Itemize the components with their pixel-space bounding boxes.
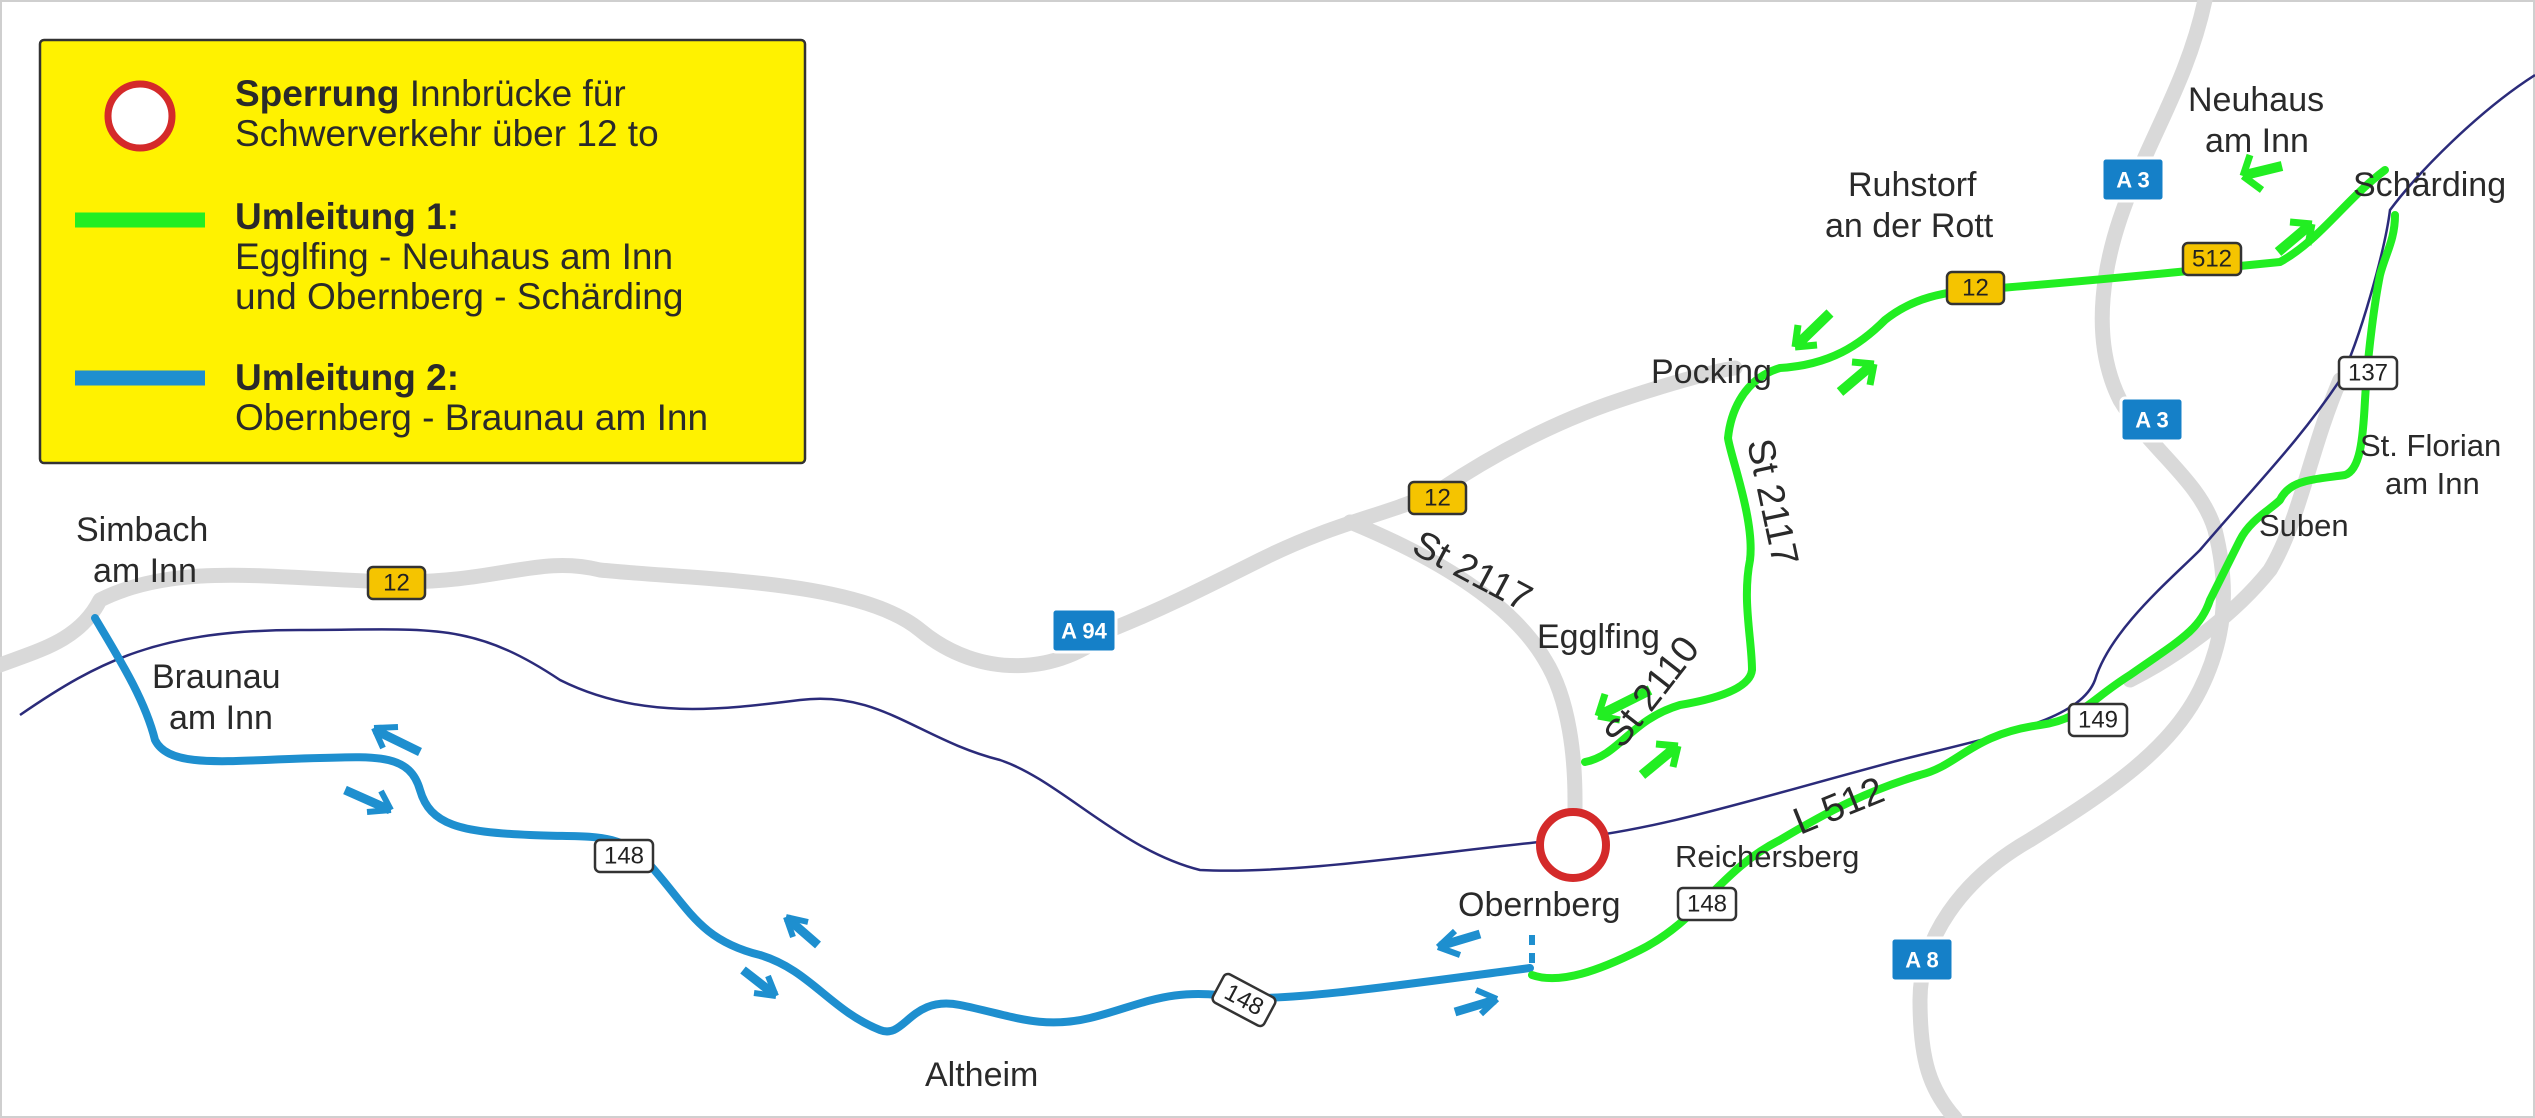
svg-text:A 3: A 3 xyxy=(2116,168,2149,193)
legend-closure-line1: Sperrung Innbrücke für xyxy=(235,73,626,114)
shield-a3-north: A 3 xyxy=(2100,156,2166,203)
legend: Sperrung Innbrücke für Schwerverkehr übe… xyxy=(38,38,807,465)
svg-text:137: 137 xyxy=(2348,360,2388,387)
svg-text:148: 148 xyxy=(604,843,644,870)
closure-circle-icon xyxy=(1536,808,1610,882)
shield-b12-pocking: 12 xyxy=(1407,480,1468,516)
shield-b12-simbach: 12 xyxy=(366,565,427,601)
svg-text:512: 512 xyxy=(2192,246,2232,273)
road-137 xyxy=(2122,372,2348,688)
shield-a94: A 94 xyxy=(1050,607,1118,654)
arrow-icon xyxy=(1453,987,1500,1017)
place-obernberg: Obernberg xyxy=(1458,886,1621,924)
svg-text:A 94: A 94 xyxy=(1061,619,1107,644)
svg-text:148: 148 xyxy=(1687,891,1727,918)
shield-a3-south: A 3 xyxy=(2119,396,2185,443)
closure-circle-icon xyxy=(104,80,176,152)
road-st2117-egglfing xyxy=(1342,514,1583,838)
svg-text:A 8: A 8 xyxy=(1905,948,1938,973)
shield-a8: A 8 xyxy=(1889,936,1955,983)
place-suben: Suben xyxy=(2259,508,2349,543)
arrow-icon xyxy=(1638,740,1682,779)
svg-text:12: 12 xyxy=(1962,275,1989,302)
legend-detour-2-line1: Obernberg - Braunau am Inn xyxy=(235,397,708,438)
shield-148-braunau: 148 xyxy=(593,838,655,874)
legend-detour-2-title: Umleitung 2: xyxy=(235,357,459,398)
arrow-icon xyxy=(1791,309,1834,351)
closure-obernberg-bridge xyxy=(1536,808,1610,882)
legend-detour-1-line2: und Obernberg - Schärding xyxy=(235,276,683,317)
svg-text:149: 149 xyxy=(2078,707,2118,734)
place-reichersberg: Reichersberg xyxy=(1675,839,1859,874)
legend-closure-line2: Schwerverkehr über 12 to xyxy=(235,113,659,154)
shield-137: 137 xyxy=(2337,355,2399,391)
legend-detour-1-line1: Egglfing - Neuhaus am Inn xyxy=(235,236,673,277)
legend-detour-1-title: Umleitung 1: xyxy=(235,196,459,237)
place-schaerding: Schärding xyxy=(2353,166,2506,204)
arrow-icon xyxy=(783,914,821,949)
shield-149: 149 xyxy=(2067,702,2129,738)
shield-b12-ruhstorf: 12 xyxy=(1945,270,2006,306)
arrow-icon xyxy=(2274,218,2316,256)
legend-box xyxy=(38,38,807,465)
detour-1-obernberg-schaerding xyxy=(1528,211,2399,983)
place-pocking: Pocking xyxy=(1651,353,1772,391)
road-b12-west xyxy=(0,360,1743,674)
detour-1-arrows xyxy=(1594,153,2316,779)
arrow-icon xyxy=(2239,153,2284,193)
arrow-icon xyxy=(343,785,394,815)
arrow-icon xyxy=(1435,928,1482,958)
detour-2-arrows xyxy=(343,724,1500,1017)
arrow-icon xyxy=(740,966,779,999)
arrow-icon xyxy=(1594,685,1653,724)
place-altheim: Altheim xyxy=(925,1056,1038,1094)
svg-text:12: 12 xyxy=(383,570,410,597)
shield-148-reichersberg: 148 xyxy=(1676,886,1738,922)
arrow-icon xyxy=(1836,358,1878,396)
arrow-icon xyxy=(371,724,422,757)
svg-text:12: 12 xyxy=(1424,485,1451,512)
place-egglfing: Egglfing xyxy=(1537,618,1660,656)
river-inn xyxy=(19,73,2535,872)
shield-b512: 512 xyxy=(2181,241,2243,277)
svg-text:A 3: A 3 xyxy=(2135,408,2168,433)
detour-2-route xyxy=(91,614,1534,1036)
